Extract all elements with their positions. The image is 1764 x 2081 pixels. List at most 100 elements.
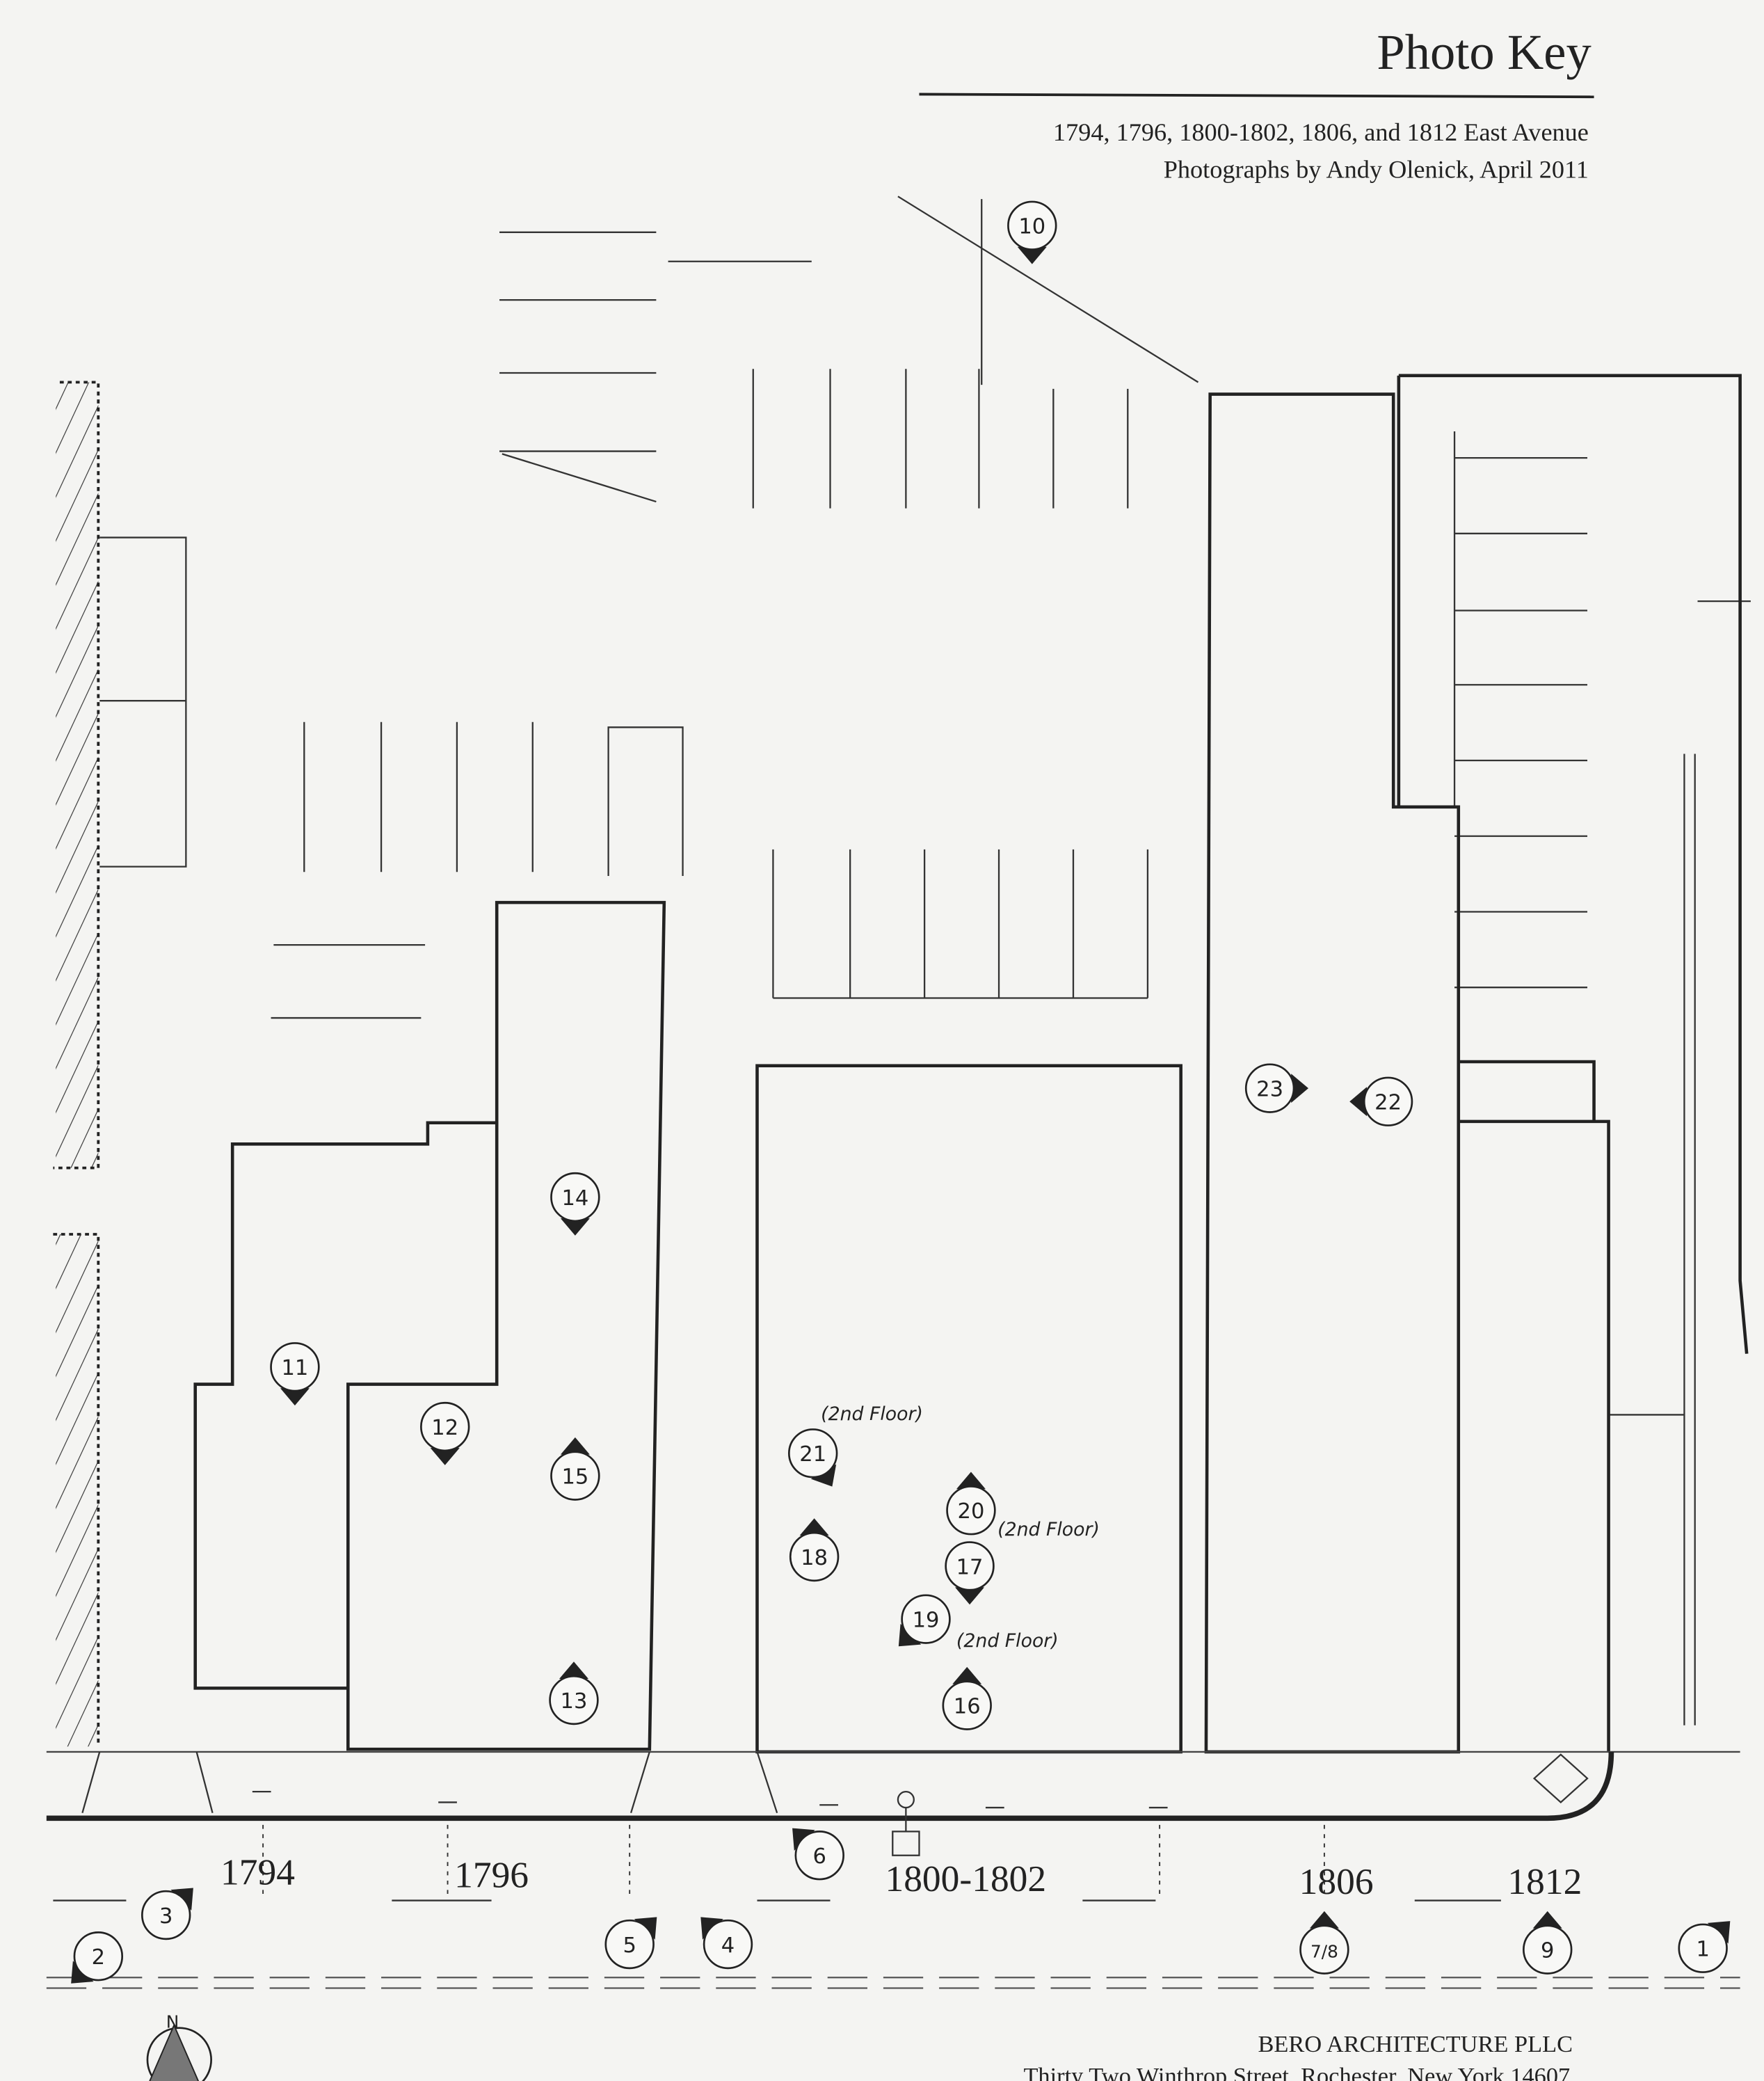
photo-marker-10[interactable]: 10 [1007,200,1057,264]
photo-marker-22[interactable]: 22 [1349,1076,1413,1126]
photo-marker-20[interactable]: 20 [946,1472,996,1536]
address-1806: 1806 [1299,1860,1374,1902]
parking-lines [99,196,1751,1725]
marker-circle [789,1531,840,1582]
marker-number: 16 [954,1695,981,1719]
photo-marker-18[interactable]: 18 [789,1518,840,1582]
photo-marker-7-8[interactable]: 7/8 [1299,1911,1349,1975]
floor-note-21: (2nd Floor) [821,1403,923,1425]
address-1812: 1812 [1507,1860,1582,1902]
direction-arrow-icon [430,1448,460,1465]
marker-circle [270,1342,320,1392]
direction-arrow-icon [559,1661,588,1680]
subtitle-photographer: Photographs by Andy Olenick, April 2011 [1164,156,1589,184]
marker-circle [946,1485,996,1536]
marker-number: 1 [1696,1938,1709,1962]
marker-number: 14 [561,1186,588,1211]
direction-arrow-icon [1017,246,1047,264]
photo-marker-12[interactable]: 12 [420,1401,470,1465]
east-avenue-street [46,1751,1740,1989]
photo-marker-5[interactable]: 5 [604,1907,667,1970]
floor-note-19: (2nd Floor) [956,1630,1059,1652]
marker-circle [1299,1924,1349,1975]
north-arrow-icon: N [146,2012,212,2081]
marker-circle [945,1541,995,1591]
marker-circle [550,1451,600,1501]
photo-marker-11[interactable]: 11 [270,1342,320,1406]
photo-marker-3[interactable]: 3 [141,1878,203,1940]
marker-number: 2 [92,1945,105,1970]
marker-number: 10 [1018,215,1045,239]
floor-note-20: (2nd Floor) [997,1519,1100,1540]
direction-arrow-icon [952,1666,982,1684]
direction-arrow-icon [1291,1074,1308,1103]
page-title: Photo Key [1377,24,1591,80]
marker-number: 5 [623,1934,636,1958]
marker-number: 21 [799,1442,826,1467]
marker-circle [942,1680,992,1730]
marker-circle [604,1919,655,1970]
marker-number: 4 [721,1934,735,1958]
marker-circle [1678,1923,1728,1973]
marker-number: 13 [561,1689,588,1714]
adjacent-property-hatch [53,381,100,1747]
subtitle-addresses: 1794, 1796, 1800-1802, 1806, and 1812 Ea… [1053,118,1589,146]
building-1806 [1204,392,1461,1754]
photo-marker-1[interactable]: 1 [1678,1911,1740,1973]
marker-number: 3 [159,1904,173,1929]
photo-marker-17[interactable]: 17 [945,1541,995,1605]
direction-arrow-icon [280,1388,310,1406]
photo-marker-9[interactable]: 9 [1523,1911,1573,1975]
marker-number: 15 [561,1465,588,1490]
marker-number: 7/8 [1310,1942,1338,1962]
svg-text:N: N [166,2012,179,2032]
address-1800-1802: 1800-1802 [885,1858,1046,1899]
marker-number: 11 [282,1356,309,1380]
marker-circle [141,1890,191,1940]
marker-number: 6 [813,1844,826,1869]
marker-circle [1363,1076,1413,1126]
address-1796: 1796 [454,1854,529,1896]
marker-circle [703,1919,753,1970]
marker-circle [1523,1924,1573,1975]
marker-circle [901,1594,951,1644]
direction-arrow-icon [955,1587,985,1605]
title-rule [919,93,1594,99]
building-1794-1796 [193,900,666,1751]
marker-circle [1244,1063,1295,1113]
photo-marker-15[interactable]: 15 [550,1437,600,1501]
direction-arrow-icon [956,1472,986,1490]
direction-arrow-icon [1349,1087,1368,1117]
marker-number: 23 [1256,1078,1283,1102]
direction-arrow-icon [1309,1911,1339,1929]
marker-circle [73,1931,124,1982]
photo-marker-4[interactable]: 4 [690,1907,753,1970]
building-1812 [1397,374,1749,1752]
marker-circle [550,1172,600,1222]
marker-number: 22 [1374,1091,1402,1115]
address-1794: 1794 [220,1851,295,1893]
direction-arrow-icon [1532,1911,1562,1929]
marker-number: 9 [1541,1939,1554,1963]
marker-circle [787,1428,838,1478]
photo-marker-14[interactable]: 14 [550,1172,600,1236]
marker-number: 18 [801,1546,828,1570]
firm-name: BERO ARCHITECTURE PLLC [1258,2031,1573,2057]
photo-marker-21[interactable]: 21 [787,1428,844,1494]
marker-number: 17 [956,1555,984,1579]
direction-arrow-icon [560,1437,590,1455]
photo-marker-13[interactable]: 13 [549,1661,599,1725]
photo-marker-23[interactable]: 23 [1244,1063,1308,1113]
photo-marker-16[interactable]: 16 [942,1666,992,1730]
marker-circle [1007,200,1057,250]
marker-number: 20 [958,1499,985,1524]
marker-number: 12 [431,1416,458,1440]
photo-marker-2[interactable]: 2 [61,1931,124,1993]
marker-circle [549,1675,599,1725]
marker-number: 19 [913,1609,940,1633]
direction-arrow-icon [799,1518,829,1536]
photo-marker-6[interactable]: 6 [782,1818,844,1881]
firm-address: Thirty Two Winthrop Street, Rochester, N… [1023,2063,1570,2081]
photo-marker-19[interactable]: 19 [888,1594,951,1657]
